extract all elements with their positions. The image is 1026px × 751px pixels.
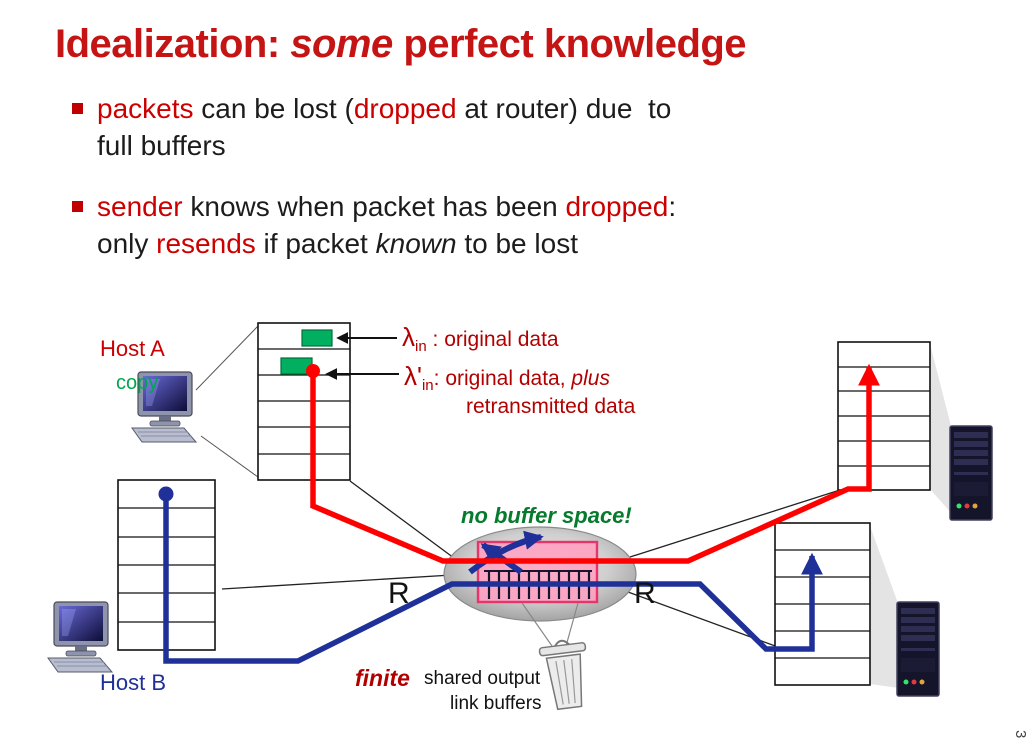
router-right-label: R <box>634 577 656 610</box>
no-buffer-space-label: no buffer space! <box>461 503 632 528</box>
shared-output-label: shared output <box>424 668 541 689</box>
queue-receiver-bottom <box>774 522 871 686</box>
server-icon-top <box>949 425 993 521</box>
projection-beam-server-top <box>930 344 952 514</box>
host-a-label: Host A <box>100 336 165 361</box>
bullet-text: sender knows when packet has been droppe… <box>97 191 677 259</box>
trash-can-icon <box>538 639 587 711</box>
bullet-marker <box>72 201 83 212</box>
packet-original <box>301 329 333 347</box>
drop-funnel-lines <box>521 602 579 647</box>
lambda-prime-label-line2: retransmitted data <box>466 395 636 418</box>
server-icon-bottom <box>896 601 940 697</box>
bullet-packets-lost: packets can be lost (dropped at router) … <box>72 90 671 164</box>
page-title: Idealization: some perfect knowledge <box>55 22 747 67</box>
title-part1: Idealization: <box>55 22 291 66</box>
red-flow-path <box>310 363 880 564</box>
title-part2: perfect knowledge <box>392 22 747 66</box>
highlight-dropped: dropped <box>353 93 457 124</box>
copy-label: copy <box>116 372 158 394</box>
bullet-marker <box>72 103 83 114</box>
host-b-computer-icon <box>47 601 113 673</box>
title-emphasis: some <box>290 22 393 66</box>
lambda-in-label: λin : original data <box>402 322 559 355</box>
queue-host-a <box>257 322 351 481</box>
bullet-text: packets can be lost (dropped at router) … <box>97 93 672 161</box>
blue-flow-path <box>163 494 823 664</box>
highlight-sender: sender <box>97 191 183 222</box>
highlight-resends: resends <box>156 228 256 259</box>
bullet-sender-knows: sender knows when packet has been droppe… <box>72 188 676 262</box>
link-buffers-label: link buffers <box>450 693 542 714</box>
host-b-label: Host B <box>100 670 166 695</box>
router-left-label: R <box>388 577 410 610</box>
highlight-packets: packets <box>97 93 194 124</box>
queue-receiver-top <box>837 341 931 491</box>
page-number: 3 <box>1012 730 1026 738</box>
highlight-dropped-2: dropped <box>565 191 669 222</box>
lambda-prime-label: λ'in: original data, plus <box>404 361 610 394</box>
projection-lines-host-a <box>195 325 259 478</box>
emphasis-known: known <box>375 228 457 259</box>
finite-label: finite <box>355 665 410 691</box>
projection-beam-server-bottom <box>870 526 899 688</box>
